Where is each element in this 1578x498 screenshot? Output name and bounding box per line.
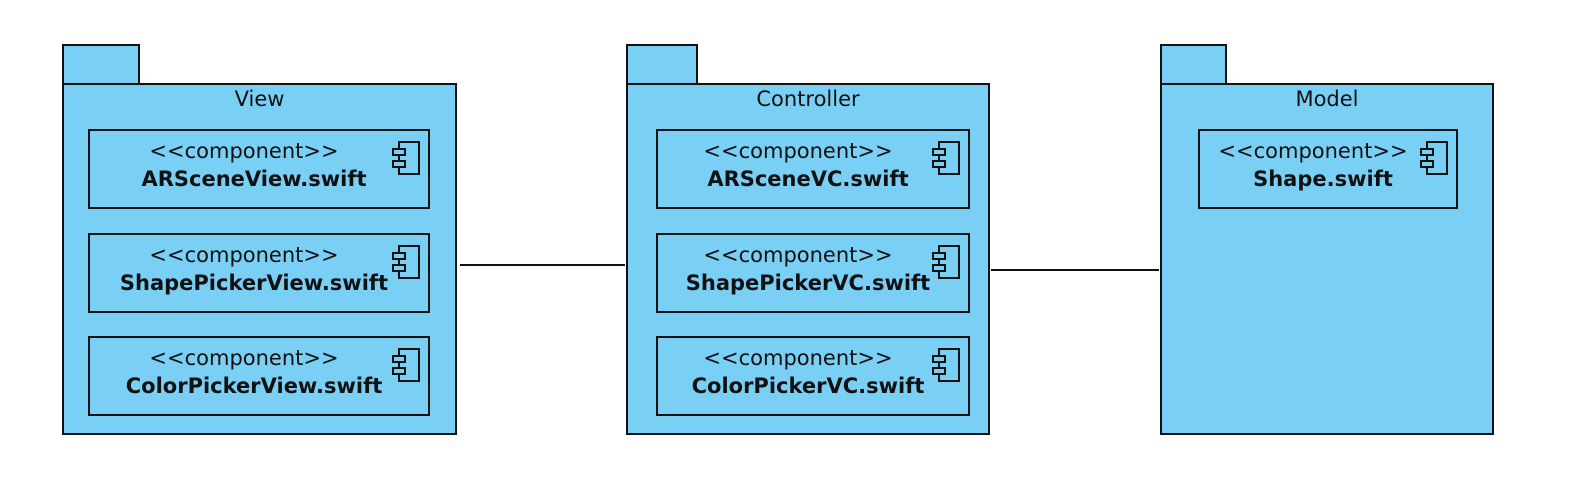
component-stereotype: <<component>> [703, 346, 893, 370]
component-icon [932, 141, 960, 175]
component-shapepickervc: <<component>> ShapePickerVC.swift [656, 233, 970, 313]
package-model: Model <<component>> Shape.swift [1160, 44, 1494, 435]
component-icon [1420, 141, 1448, 175]
component-shapepickerview: <<component>> ShapePickerView.swift [88, 233, 430, 313]
package-body: View <<component>> ARSceneView.swift <<c… [62, 83, 457, 435]
package-controller: Controller <<component>> ARSceneVC.swift… [626, 44, 990, 435]
component-name: ShapePickerVC.swift [685, 271, 931, 295]
component-name: Shape.swift [1253, 167, 1393, 191]
component-name: ColorPickerVC.swift [691, 374, 925, 398]
package-tab [62, 44, 140, 84]
component-stereotype: <<component>> [149, 346, 339, 370]
package-view: View <<component>> ARSceneView.swift <<c… [62, 44, 457, 435]
component-shape: <<component>> Shape.swift [1198, 129, 1458, 209]
component-icon [392, 245, 420, 279]
component-stereotype: <<component>> [149, 139, 339, 163]
component-arscenevc: <<component>> ARSceneVC.swift [656, 129, 970, 209]
package-title: View [234, 87, 285, 111]
connector-controller-model [991, 269, 1159, 271]
connector-view-controller [460, 264, 625, 266]
package-title: Model [1295, 87, 1359, 111]
package-tab [626, 44, 698, 84]
component-icon [392, 348, 420, 382]
component-name: ColorPickerView.swift [125, 374, 383, 398]
component-icon [392, 141, 420, 175]
component-name: ShapePickerView.swift [119, 271, 389, 295]
component-name: ARSceneVC.swift [707, 167, 909, 191]
component-stereotype: <<component>> [703, 139, 893, 163]
component-stereotype: <<component>> [1218, 139, 1408, 163]
component-name: ARSceneView.swift [141, 167, 367, 191]
package-body: Model <<component>> Shape.swift [1160, 83, 1494, 435]
package-body: Controller <<component>> ARSceneVC.swift… [626, 83, 990, 435]
component-icon [932, 245, 960, 279]
component-colorpickervc: <<component>> ColorPickerVC.swift [656, 336, 970, 416]
component-stereotype: <<component>> [149, 243, 339, 267]
component-colorpickerview: <<component>> ColorPickerView.swift [88, 336, 430, 416]
component-stereotype: <<component>> [703, 243, 893, 267]
component-arsceneview: <<component>> ARSceneView.swift [88, 129, 430, 209]
component-icon [932, 348, 960, 382]
package-tab [1160, 44, 1227, 84]
package-title: Controller [756, 87, 860, 111]
